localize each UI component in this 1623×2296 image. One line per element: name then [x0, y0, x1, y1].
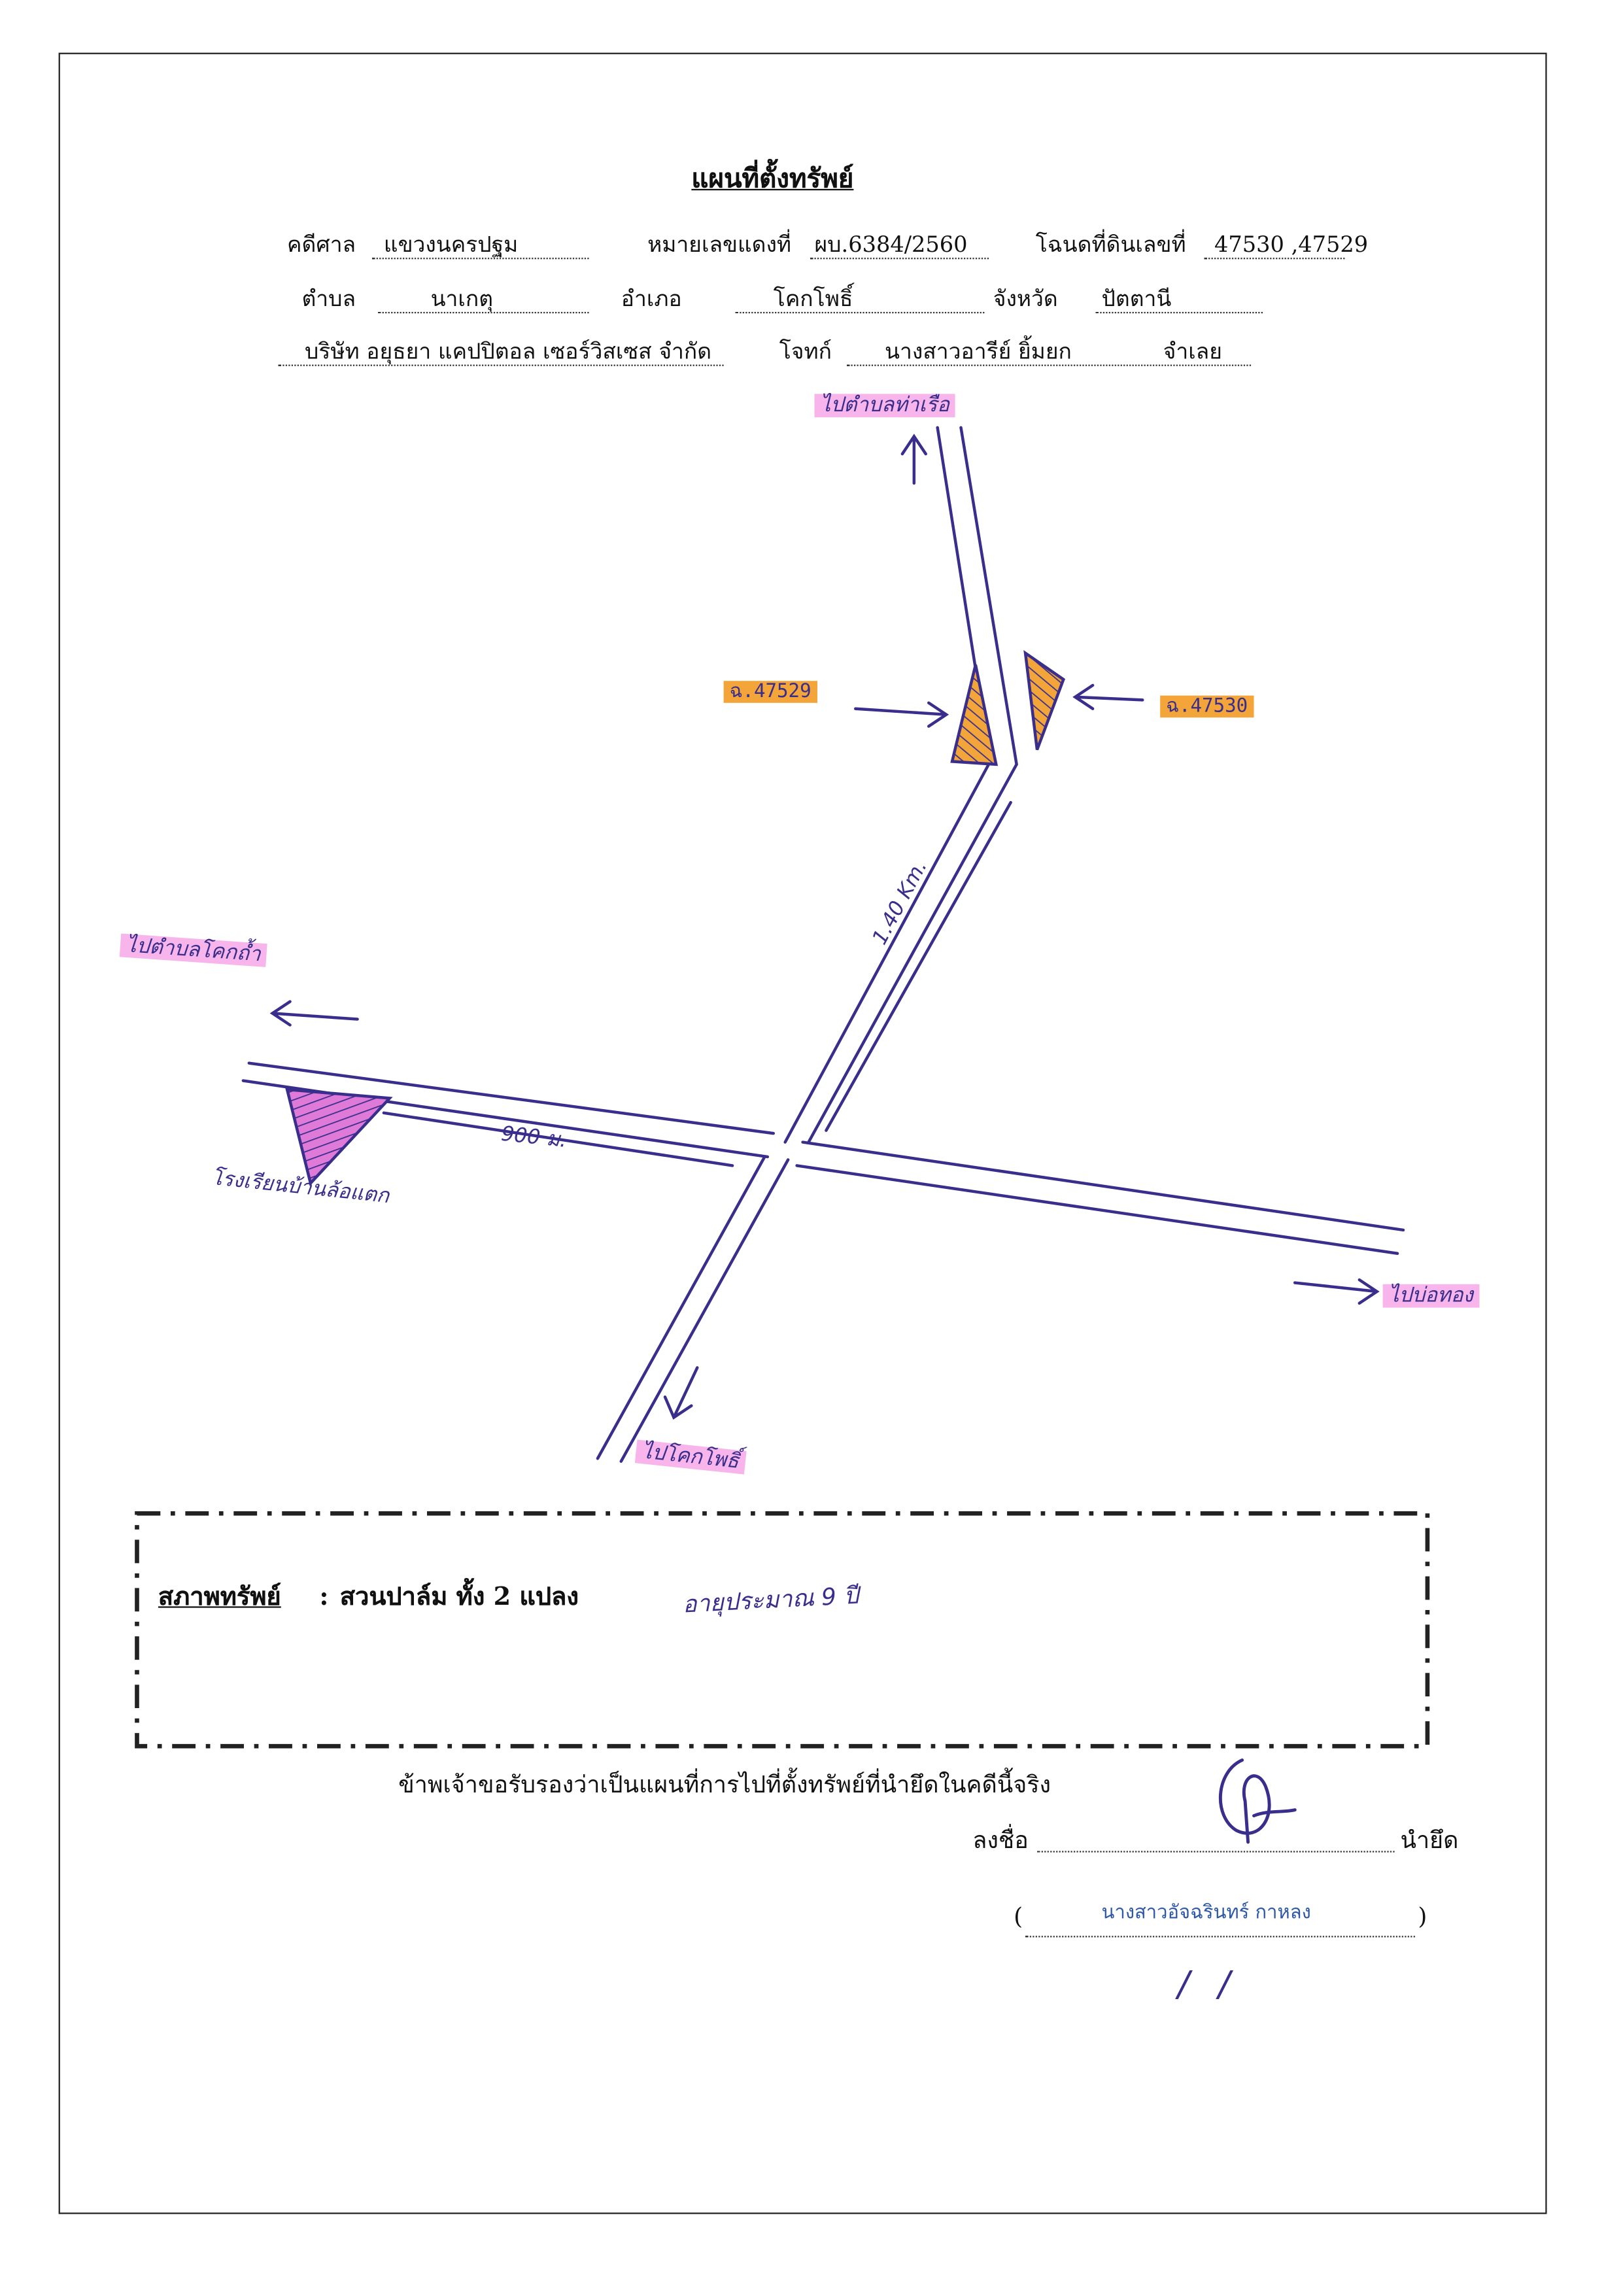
south-arrow: [663, 1366, 699, 1420]
case-number-value: ผบ.6384/2560: [814, 231, 968, 258]
subdistrict-value: นาเกตุ: [430, 285, 494, 312]
signer-name: นางสาวอัจฉรินทร์ กาหลง: [1101, 1902, 1311, 1925]
paren-open: (: [1014, 1902, 1023, 1930]
parcel-right-arrow: [1072, 683, 1144, 711]
plaintiff-label: โจทก์: [779, 338, 832, 365]
deed-value: 47530 ,47529: [1214, 231, 1369, 258]
south-road-right-edge: [619, 1158, 790, 1463]
sign-label: ลงชื่อ: [972, 1826, 1029, 1854]
condition-colon: :: [319, 1583, 329, 1613]
subdistrict-label: ตำบล: [301, 285, 356, 312]
date-marks: / /: [1178, 1963, 1239, 2005]
name-dotline: [1025, 1936, 1415, 1938]
distance-line-school: [382, 1111, 734, 1167]
defendant-dotline: [846, 364, 1252, 366]
south-road-left-edge: [596, 1155, 766, 1460]
court-value: แขวงนครปฐม: [383, 231, 519, 258]
east-destination-label: ไปบ่อทอง: [1382, 1283, 1479, 1309]
page-title: แผนที่ตั้งทรัพย์: [691, 163, 854, 195]
defendant-name: นางสาวอารีย์ ยิ้มยก: [885, 338, 1072, 365]
parcel-left-arrow: [853, 701, 949, 728]
condition-box: [135, 1511, 1430, 1749]
court-dotline: [371, 258, 589, 260]
seizer-label: นำยึด: [1400, 1826, 1459, 1854]
plaintiff-dotline: [278, 364, 724, 366]
east-road-top-edge: [801, 1140, 1405, 1232]
north-road-right-edge: [807, 426, 1018, 1144]
deed-dotline: [1204, 258, 1345, 260]
north-destination-label: ไปตำบลท่าเรือ: [814, 392, 955, 419]
case-number-dotline: [810, 258, 989, 260]
west-arrow: [269, 1000, 359, 1027]
province-value: ปัตตานี: [1101, 285, 1172, 312]
plaintiff-name: บริษัท อยุธยา แคปปิตอล เซอร์วิสเซส จำกัด: [304, 338, 712, 365]
defendant-label: จำเลย: [1163, 338, 1222, 365]
province-dotline: [1095, 311, 1263, 314]
parcel-47530-label: ฉ.47530: [1160, 691, 1254, 721]
east-arrow: [1293, 1278, 1380, 1305]
distance-line-road: [825, 800, 1012, 1132]
parcel-47530-shape: [1023, 650, 1066, 751]
court-label: คดีศาล: [287, 231, 356, 258]
case-number-label: หมายเลขแดงที่: [647, 231, 792, 258]
district-value: โคกโพธิ์: [773, 285, 853, 312]
district-dotline: [735, 311, 985, 314]
parcel-47529-label: ฉ.47529: [723, 677, 817, 706]
district-label: อำเภอ: [621, 285, 682, 312]
signature-mark: [1218, 1758, 1297, 1844]
east-road-bottom-edge: [795, 1164, 1399, 1255]
deed-label: โฉนดที่ดินเลขที่: [1035, 231, 1186, 258]
page-border: [58, 52, 1547, 2214]
subdistrict-dotline: [377, 311, 589, 314]
paren-close: ): [1418, 1902, 1427, 1930]
province-label: จังหวัด: [993, 285, 1058, 312]
north-road-left-edge: [783, 426, 992, 1144]
west-road-top-edge: [247, 1061, 776, 1135]
school-shape: [285, 1088, 393, 1186]
condition-value: สวนปาล์ม ทั้ง 2 แปลง: [339, 1583, 579, 1613]
north-arrow: [900, 434, 927, 485]
signature-dotline: [1036, 1851, 1395, 1853]
parcel-47529-shape: [950, 664, 999, 766]
certify-text: ข้าพเจ้าขอรับรองว่าเป็นแผนที่การไปที่ตั้…: [398, 1770, 1051, 1798]
condition-label: สภาพทรัพย์: [158, 1583, 281, 1613]
